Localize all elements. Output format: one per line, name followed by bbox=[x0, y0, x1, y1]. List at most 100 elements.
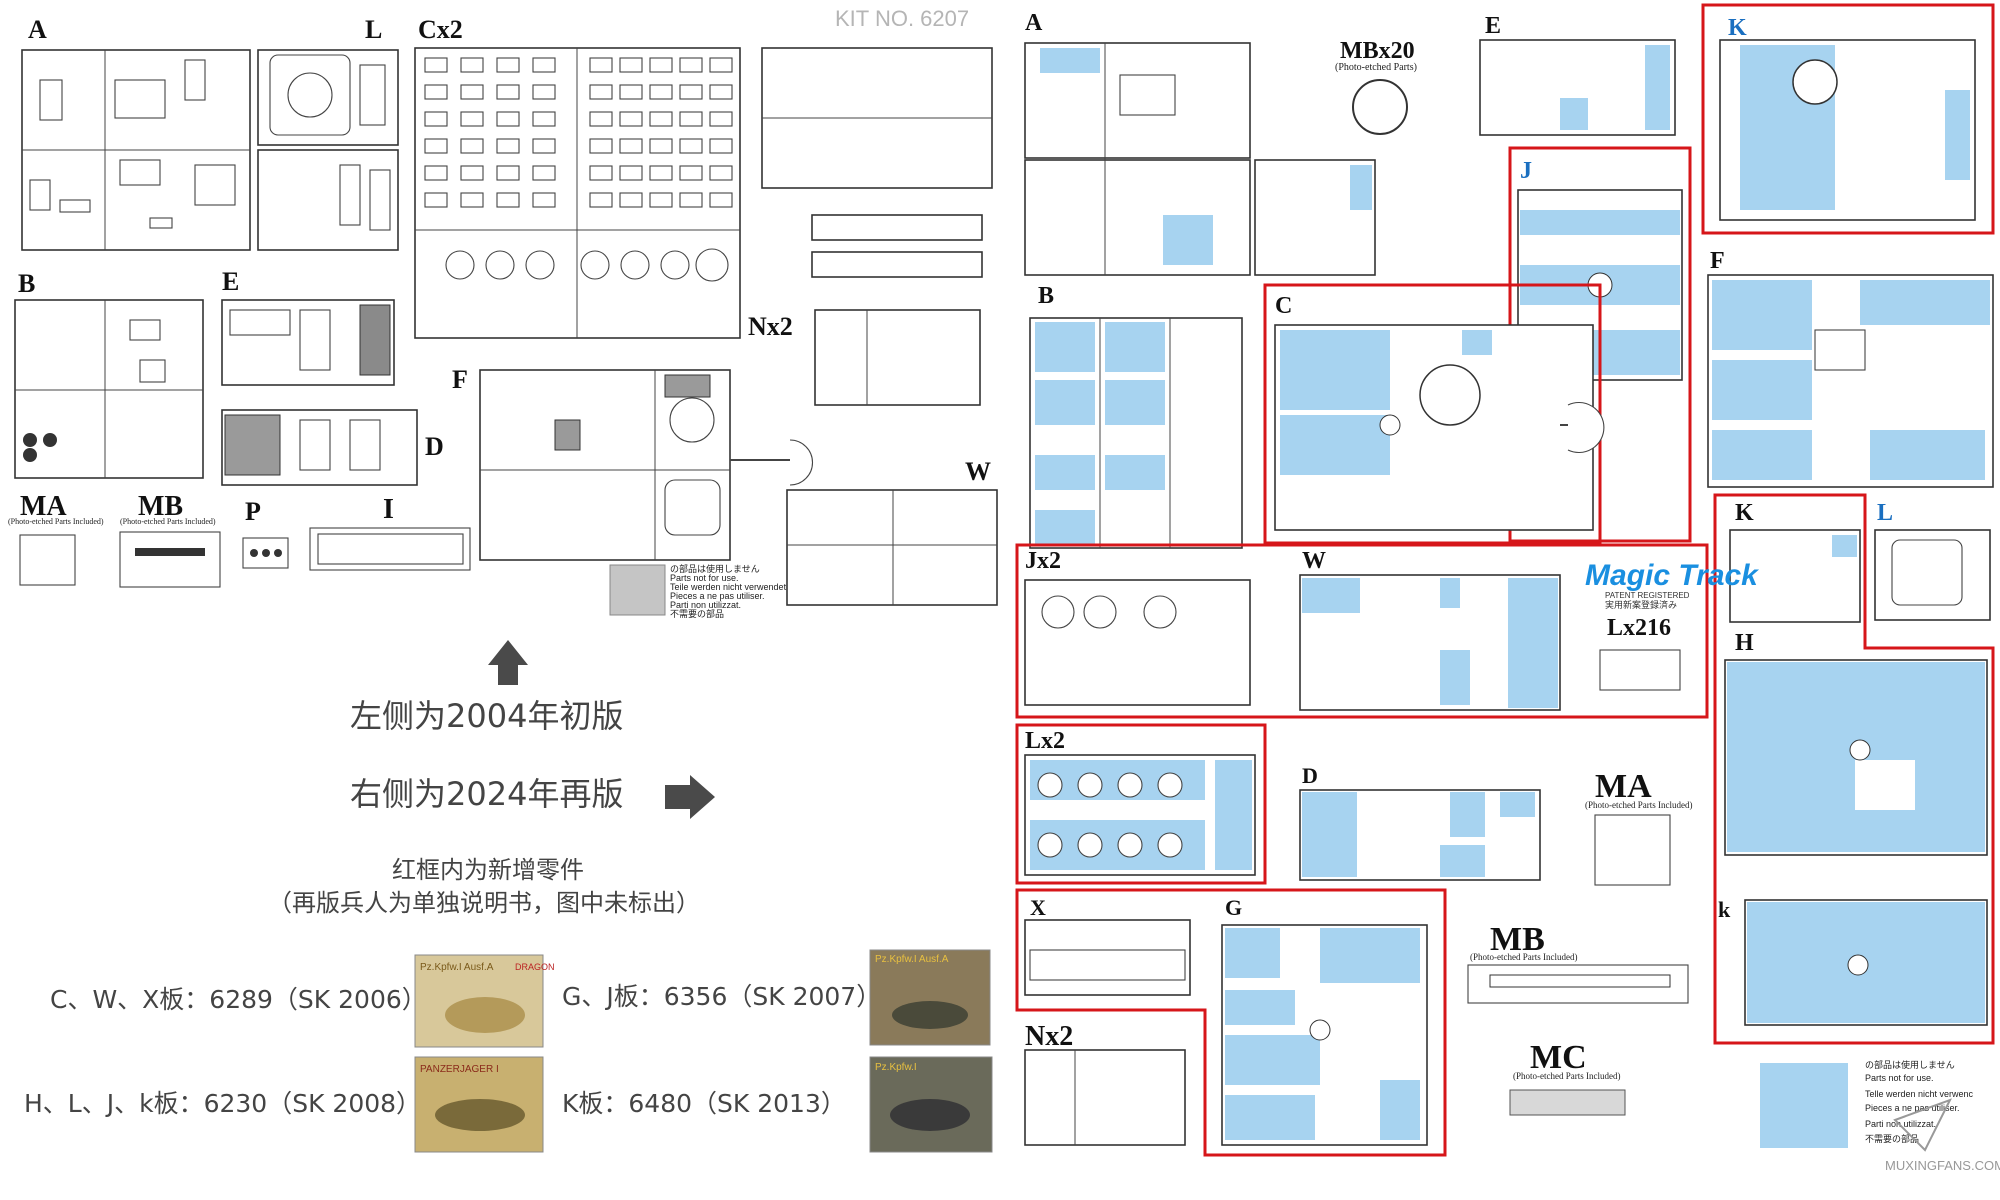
sprue-part bbox=[496, 111, 520, 127]
sprue-part bbox=[424, 84, 448, 100]
left-sprue-figures bbox=[761, 47, 993, 278]
left-sprue-I: I bbox=[309, 494, 471, 571]
sprue-part bbox=[460, 111, 484, 127]
svg-text:MC: MC bbox=[1530, 1039, 1587, 1076]
svg-text:I: I bbox=[383, 494, 394, 525]
sprue-part bbox=[496, 138, 520, 154]
sprue-part bbox=[649, 192, 673, 208]
svg-text:Lx2: Lx2 bbox=[1025, 728, 1065, 754]
svg-text:C: C bbox=[1275, 293, 1292, 319]
right-sprue-H: H bbox=[1724, 630, 1988, 856]
red-box-note-sub: （再版兵人为单独说明书，图中未标出） bbox=[268, 889, 700, 917]
sprue-part bbox=[649, 57, 673, 73]
left-sprue-Cx2: Cx2 bbox=[414, 15, 741, 339]
sprue-part bbox=[679, 165, 703, 181]
right-sprue-K-top: K bbox=[1701, 3, 1995, 235]
svg-text:MUXINGFANS.COM: MUXINGFANS.COM bbox=[1885, 1158, 2000, 1173]
svg-text:実用新案登録済み: 実用新案登録済み bbox=[1605, 599, 1677, 611]
paper-plane-icon bbox=[1893, 1098, 1953, 1152]
sprue-part bbox=[589, 192, 613, 208]
watermark: MUXINGFANS.COM bbox=[1885, 1098, 2000, 1173]
right-sprue-B: B bbox=[1029, 283, 1243, 549]
sprue-part bbox=[589, 138, 613, 154]
svg-text:Jx2: Jx2 bbox=[1025, 548, 1061, 574]
sprue-part bbox=[709, 84, 733, 100]
source-kit-2: G、J板：6356（SK 2007） Pz.Kpfw.I Ausf.A bbox=[562, 949, 991, 1046]
sprue-part bbox=[496, 57, 520, 73]
svg-text:L: L bbox=[1877, 500, 1893, 526]
svg-text:DRAGON: DRAGON bbox=[515, 962, 555, 972]
svg-text:Magic Track: Magic Track bbox=[1585, 559, 1759, 592]
sprue-part bbox=[619, 192, 643, 208]
left-sprue-L: L bbox=[257, 15, 399, 251]
svg-text:不需要の部品: 不需要の部品 bbox=[1865, 1133, 1919, 1144]
left-sprue-P: P bbox=[242, 497, 289, 569]
svg-text:K板：6480（SK 2013）: K板：6480（SK 2013） bbox=[562, 1089, 846, 1118]
right-sprue-G: G bbox=[1221, 895, 1428, 1146]
sprue-label: F bbox=[452, 365, 468, 394]
red-box-note: 红框内为新增零件 bbox=[392, 856, 584, 884]
right-sprue-X: X bbox=[1015, 888, 1447, 1157]
sprue-part bbox=[679, 138, 703, 154]
svg-text:Pieces a ne pas utiliser.: Pieces a ne pas utiliser. bbox=[670, 591, 765, 601]
svg-text:D: D bbox=[1302, 763, 1318, 788]
box-art-6356 bbox=[869, 949, 991, 1046]
svg-text:C、W、X板：6289（SK 2006）: C、W、X板：6289（SK 2006） bbox=[50, 985, 427, 1014]
svg-text:Teile werden nicht verwendet.: Teile werden nicht verwendet. bbox=[670, 582, 789, 592]
svg-text:Pz.Kpfw.I Ausf.A: Pz.Kpfw.I Ausf.A bbox=[875, 954, 949, 965]
sprue-part bbox=[679, 111, 703, 127]
reissue-note: 右侧为2024年再版 bbox=[350, 775, 623, 813]
svg-text:Pz.Kpfw.I: Pz.Kpfw.I bbox=[875, 1062, 917, 1073]
sprue-part bbox=[532, 192, 556, 208]
svg-text:MB: MB bbox=[138, 491, 183, 522]
svg-text:MA: MA bbox=[1595, 768, 1652, 805]
svg-text:(Photo-etched Parts Included): (Photo-etched Parts Included) bbox=[8, 517, 104, 526]
svg-text:Parti non utilizzat.: Parti non utilizzat. bbox=[1865, 1119, 1936, 1129]
sprue-part bbox=[619, 111, 643, 127]
sprue-label: E bbox=[222, 267, 239, 296]
sprue-part bbox=[709, 138, 733, 154]
sprue-part bbox=[460, 84, 484, 100]
svg-text:K: K bbox=[1735, 500, 1754, 526]
sprue-part bbox=[532, 138, 556, 154]
sprue-part bbox=[460, 138, 484, 154]
sprue-part bbox=[679, 192, 703, 208]
sprue-part bbox=[619, 138, 643, 154]
right-sprue-W: W bbox=[1299, 548, 1561, 711]
sprue-part bbox=[589, 165, 613, 181]
magic-track-logo: Magic Track PATENT REGISTERED 実用新案登録済み bbox=[1585, 559, 1759, 611]
sprue-part bbox=[619, 165, 643, 181]
left-sprue-MA: MA (Photo-etched Parts Included) bbox=[8, 491, 104, 586]
right-sprue-Jx2: Jx2 bbox=[1015, 543, 1709, 719]
svg-text:(Photo-etched Parts Included): (Photo-etched Parts Included) bbox=[1470, 952, 1577, 962]
sprue-part bbox=[589, 111, 613, 127]
sprue-part bbox=[532, 84, 556, 100]
sprue-part bbox=[619, 57, 643, 73]
right-sprue-Nx2: Nx2 bbox=[1024, 1021, 1186, 1146]
sprue-part bbox=[649, 165, 673, 181]
svg-text:X: X bbox=[1030, 895, 1046, 920]
left-sprue-D: D bbox=[221, 409, 444, 486]
sprue-label: B bbox=[18, 269, 35, 298]
sprue-part bbox=[424, 165, 448, 181]
sprue-label: Cx2 bbox=[418, 15, 463, 44]
sprue-part bbox=[679, 84, 703, 100]
sprue-part bbox=[532, 111, 556, 127]
svg-text:W: W bbox=[1302, 548, 1326, 574]
right-sprue-MBx20: MBx20 (Photo-etched Parts) bbox=[1335, 38, 1417, 135]
sprue-part bbox=[589, 84, 613, 100]
right-sprue-C: C bbox=[1263, 283, 1605, 545]
svg-text:J: J bbox=[1520, 158, 1532, 184]
kit-number: KIT NO. 6207 bbox=[835, 6, 969, 31]
left-sprue-W: W bbox=[786, 457, 998, 606]
svg-text:(Photo-etched Parts Included): (Photo-etched Parts Included) bbox=[120, 517, 216, 526]
sprue-part bbox=[424, 138, 448, 154]
svg-text:E: E bbox=[1485, 13, 1501, 39]
svg-text:Telle werden nicht verwenc: Telle werden nicht verwenc bbox=[1865, 1089, 1974, 1099]
sprue-part bbox=[679, 57, 703, 73]
sprue-part bbox=[496, 165, 520, 181]
svg-text:Parts not for use.: Parts not for use. bbox=[1865, 1073, 1934, 1083]
right-not-for-use-note: の部品は使用しません Parts not for use. Telle werd… bbox=[1760, 1059, 1974, 1148]
sprue-part bbox=[424, 57, 448, 73]
svg-text:G: G bbox=[1225, 895, 1242, 920]
